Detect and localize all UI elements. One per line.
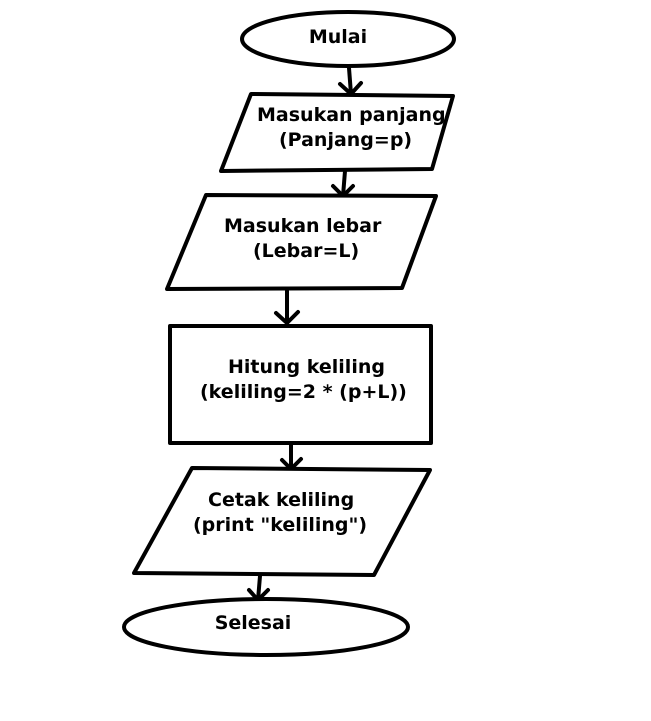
- end-label: Selesai: [215, 612, 292, 634]
- output-line1: Cetak keliling: [208, 489, 354, 511]
- start-label: Mulai: [309, 26, 367, 48]
- output-node: Cetak keliling (print "keliling"): [132, 466, 432, 577]
- connector-input-length-to-input-width: [331, 169, 355, 198]
- compute-node: Hitung keliling (keliling=2 * (p+L)): [168, 324, 433, 445]
- input-length-line2: (Panjang=p): [279, 129, 412, 151]
- input-width-line1: Masukan lebar: [224, 215, 382, 237]
- start-node: Mulai: [240, 10, 456, 68]
- compute-line1: Hitung keliling: [228, 356, 385, 378]
- connector-input-width-to-compute: [274, 289, 300, 325]
- input-width-node: Masukan lebar (Lebar=L): [165, 193, 438, 291]
- connector-start-to-input-length: [338, 66, 363, 96]
- end-node: Selesai: [122, 597, 410, 657]
- output-line2: (print "keliling"): [193, 514, 367, 536]
- input-width-line2: (Lebar=L): [253, 240, 359, 262]
- connector-compute-to-output: [280, 443, 303, 471]
- connector-output-to-end: [247, 574, 270, 602]
- input-length-line1: Masukan panjang: [257, 104, 446, 126]
- input-length-node: Masukan panjang (Panjang=p): [219, 92, 455, 173]
- compute-line2: (keliling=2 * (p+L)): [200, 381, 407, 403]
